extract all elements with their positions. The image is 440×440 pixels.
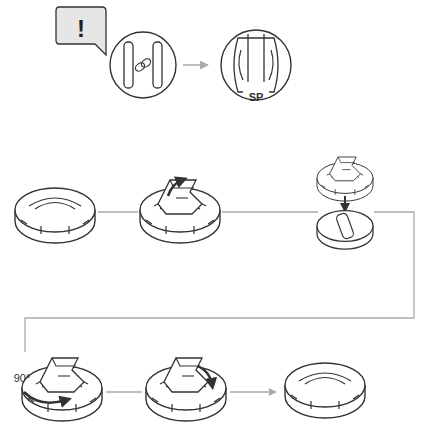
logo-text: SP bbox=[249, 91, 264, 103]
callout-bubble: ! bbox=[55, 6, 107, 56]
angle-label: 90° bbox=[14, 372, 31, 384]
warning-mark: ! bbox=[77, 17, 85, 45]
